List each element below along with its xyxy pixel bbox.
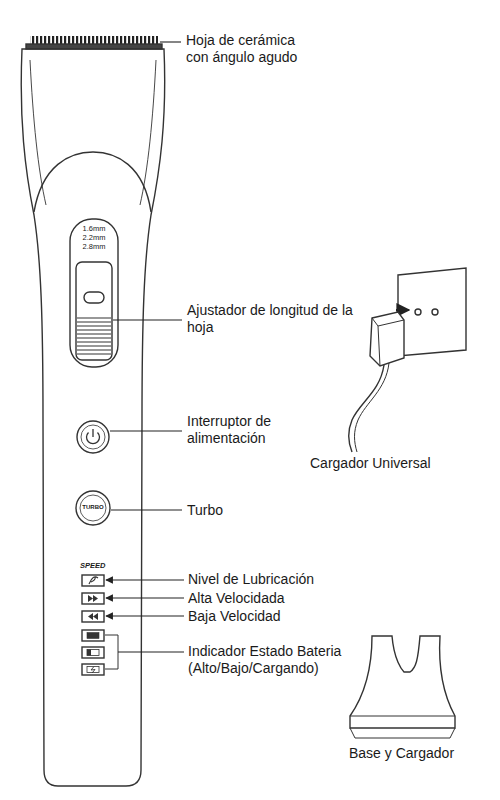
blade-base bbox=[26, 44, 162, 49]
wheel-ridge bbox=[77, 353, 111, 354]
plug-arrow bbox=[396, 309, 409, 311]
wheel-ridge bbox=[77, 317, 111, 318]
high-speed-icon bbox=[82, 593, 104, 604]
part-label: Nivel de Lubricación bbox=[188, 571, 398, 588]
wheel-ridge bbox=[77, 349, 111, 350]
charging-bolt bbox=[91, 667, 95, 674]
leader-line bbox=[111, 509, 182, 510]
battery-high-icon bbox=[82, 630, 104, 641]
adapter-body bbox=[370, 312, 404, 366]
leader-lines bbox=[106, 42, 184, 652]
part-label: Hoja de cerámica con ángulo agudo bbox=[186, 32, 318, 66]
leader-line bbox=[113, 319, 182, 320]
wheel-ridge bbox=[77, 341, 111, 342]
battery-charging-icon bbox=[82, 664, 104, 675]
base-foot bbox=[350, 716, 455, 738]
adapter-edge bbox=[372, 318, 404, 366]
battery-high-symbol bbox=[87, 633, 99, 639]
adjuster-wheel bbox=[77, 318, 111, 354]
part-label: Ajustador de longitud de la hoja bbox=[187, 302, 355, 336]
leader-line bbox=[160, 41, 181, 42]
clipper-body bbox=[21, 36, 164, 786]
power-button-ring bbox=[81, 425, 105, 449]
battery-low-symbol bbox=[87, 650, 91, 656]
battery-low-outline bbox=[87, 650, 99, 656]
housing-outline bbox=[21, 49, 164, 786]
wheel-ridge bbox=[77, 329, 111, 330]
high-speed-symbol bbox=[88, 595, 98, 602]
turbo-button bbox=[76, 491, 110, 525]
charger-cord bbox=[355, 363, 390, 452]
adjuster-knob bbox=[84, 292, 104, 303]
part-label: Cargador Universal bbox=[310, 455, 480, 472]
part-label: Baja Velocidad bbox=[188, 608, 398, 625]
base-illustration bbox=[350, 636, 455, 738]
part-label: Turbo bbox=[187, 502, 287, 519]
panel-heading: SPEED bbox=[80, 561, 120, 570]
socket-hole bbox=[432, 309, 438, 315]
head-edge bbox=[30, 60, 156, 205]
power-icon bbox=[87, 429, 100, 444]
power-button bbox=[77, 421, 109, 453]
battery-low-icon bbox=[82, 647, 104, 658]
part-label: Indicador Estado Bateria (Alto/Bajo/Carg… bbox=[188, 643, 376, 677]
wheel-ridge bbox=[77, 337, 111, 338]
wheel-ridge bbox=[77, 345, 111, 346]
leader-arrow bbox=[106, 615, 184, 616]
lubrication-symbol bbox=[89, 577, 98, 584]
leader-arrow bbox=[106, 597, 184, 598]
wheel-ridge bbox=[77, 333, 111, 334]
wall-socket bbox=[398, 268, 466, 356]
length-mark: 2.8mm bbox=[80, 242, 108, 251]
adjuster-slot bbox=[70, 219, 118, 367]
battery-charging-outline bbox=[87, 667, 99, 673]
button-text: TURBO bbox=[76, 504, 110, 511]
wheel-ridge bbox=[77, 321, 111, 322]
head-dome bbox=[34, 152, 151, 212]
leader-line bbox=[110, 430, 182, 431]
charger-illustration bbox=[349, 268, 466, 452]
adjuster-window bbox=[76, 262, 112, 360]
charging-base bbox=[350, 636, 455, 728]
length-mark: 2.2mm bbox=[80, 233, 108, 242]
leader-line bbox=[118, 651, 184, 652]
charger-cord bbox=[349, 365, 384, 452]
socket-hole bbox=[415, 309, 421, 315]
part-label: Interruptor de alimentación bbox=[187, 413, 315, 447]
lubrication-icon bbox=[82, 575, 104, 586]
length-mark: 1.6mm bbox=[80, 224, 108, 233]
part-label: Base y Cargador bbox=[349, 745, 489, 762]
leader-arrow bbox=[106, 579, 184, 580]
low-speed-icon bbox=[82, 611, 104, 622]
wheel-ridge bbox=[77, 325, 111, 326]
part-label: Alta Velocidada bbox=[188, 590, 398, 607]
battery-bracket bbox=[105, 635, 118, 669]
low-speed-symbol bbox=[88, 613, 98, 620]
